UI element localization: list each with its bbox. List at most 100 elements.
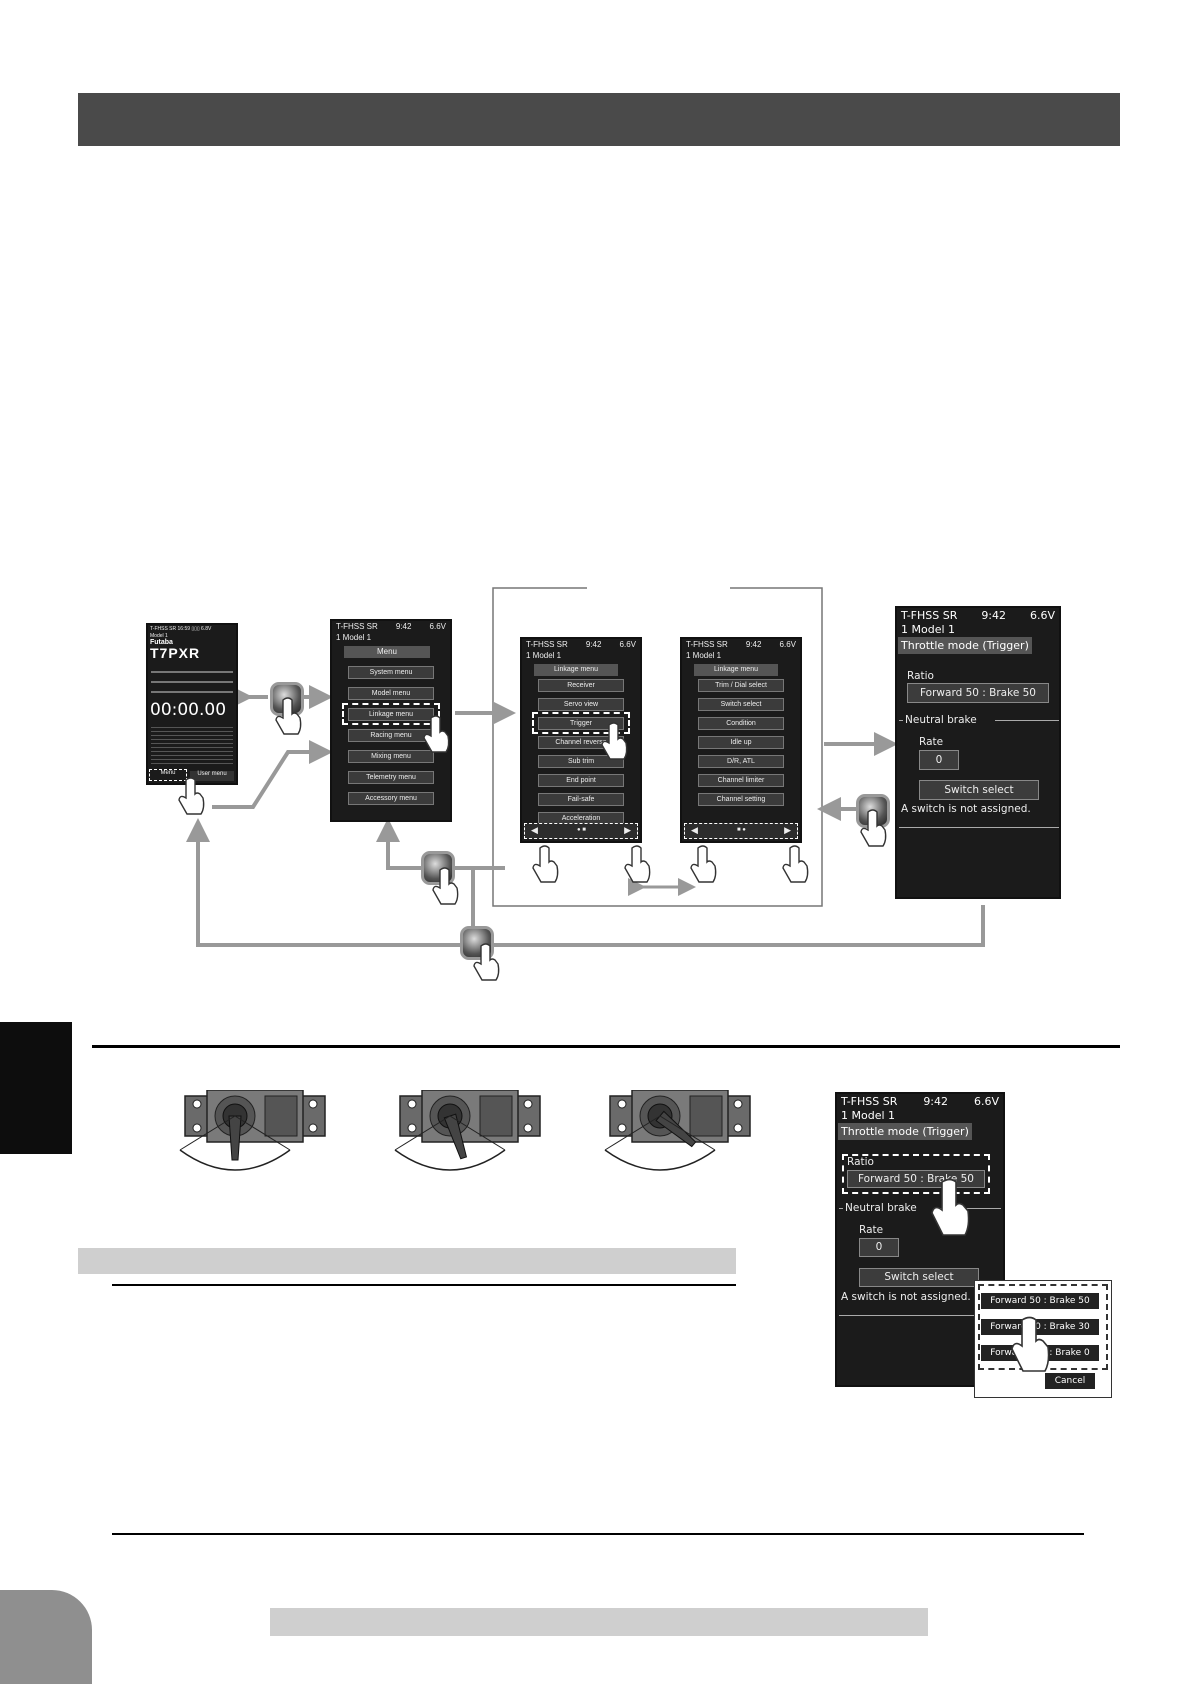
- menu-item-switch-select[interactable]: Switch select: [698, 698, 784, 711]
- hand-pointer-icon: [473, 943, 500, 981]
- trigger-model: 1 Model 1: [901, 623, 956, 636]
- menu-item-channel-limiter[interactable]: Channel limiter: [698, 774, 784, 787]
- menu-item-d-r-atl[interactable]: D/R, ATL: [698, 755, 784, 768]
- hand-pointer-icon: [601, 722, 628, 760]
- subsection-heading-bar: [78, 1248, 736, 1274]
- hand-pointer-icon: [690, 845, 717, 883]
- trigger-heading: Throttle mode (Trigger): [898, 637, 1032, 654]
- linkage2-model: 1 Model 1: [686, 651, 722, 660]
- menu-item-idle-up[interactable]: Idle up: [698, 736, 784, 749]
- linkage2-page-nav: ◀ ■ ● ▶: [684, 823, 798, 839]
- next-page-icon[interactable]: ▶: [624, 825, 631, 835]
- neutral-brake-label: Neutral brake: [903, 714, 979, 726]
- menu-item-trim-dial-select[interactable]: Trim / Dial select: [698, 679, 784, 692]
- section-side-tab: [0, 1022, 72, 1154]
- hand-pointer-icon: [423, 715, 450, 753]
- ratio-popup: Forward 50 : Brake 50 Forward 70 : Brake…: [974, 1280, 1112, 1398]
- bottom-rule: [112, 1533, 1084, 1535]
- ratio-label: Ratio: [847, 1156, 874, 1168]
- menu-title: Menu: [344, 646, 430, 658]
- menu-item-model-menu[interactable]: Model menu: [348, 687, 434, 700]
- rate-label: Rate: [859, 1224, 884, 1236]
- press-button-icon: [460, 926, 494, 960]
- menu-item-accessory-menu[interactable]: Accessory menu: [348, 792, 434, 805]
- home-product: T7PXR: [150, 645, 201, 661]
- prev-page-icon[interactable]: ◀: [691, 825, 698, 835]
- menu-model: 1 Model 1: [336, 633, 372, 642]
- linkage-page1-screen: T-FHSS SR 9:42 6.6V 1 Model 1 Linkage me…: [520, 637, 642, 843]
- home-model: Model 1: [150, 633, 168, 639]
- menu-item-servo-view[interactable]: Servo view: [538, 698, 624, 711]
- linkage2-title: Linkage menu: [694, 664, 778, 676]
- home-timer: 00:00.00: [150, 700, 227, 720]
- menu-status-system: T-FHSS SR: [336, 622, 378, 631]
- popup-option-2[interactable]: Forward 70 : Brake 30: [981, 1319, 1099, 1335]
- home-trim-bars: [151, 666, 233, 696]
- hand-pointer-icon: [432, 867, 459, 905]
- menu-item-sub-trim[interactable]: Sub trim: [538, 755, 624, 768]
- linkage2-status-battery: 6.6V: [779, 640, 796, 649]
- selection-highlight: [342, 703, 440, 725]
- hand-pointer-icon: [782, 845, 809, 883]
- ratio-highlight: [842, 1154, 990, 1194]
- selection-highlight: [532, 712, 630, 734]
- menu-item-receiver[interactable]: Receiver: [538, 679, 624, 692]
- servo-diagram-2: [394, 1090, 541, 1171]
- hand-pointer-icon: [624, 845, 651, 883]
- linkage1-model: 1 Model 1: [526, 651, 562, 660]
- menu-item-mixing-menu[interactable]: Mixing menu: [348, 750, 434, 763]
- trigger-status-system: T-FHSS SR: [901, 609, 958, 622]
- menu-item-channel-setting[interactable]: Channel setting: [698, 793, 784, 806]
- menu-status-time: 9:42: [395, 622, 412, 631]
- page-title-bar: [78, 93, 1120, 146]
- linkage1-page-nav: ◀ ● ■ ▶: [524, 823, 638, 839]
- hand-pointer-icon: [860, 809, 887, 847]
- linkage1-status-system: T-FHSS SR: [526, 640, 568, 649]
- home-menu-button[interactable]: Menu: [149, 769, 187, 781]
- menu-item-trigger[interactable]: Trigger: [538, 717, 624, 730]
- home-screen: T-FHSS SR 16:59 ▯▯▯ 6.8V Model 1 Futaba …: [146, 623, 238, 785]
- hand-pointer-icon: [178, 777, 205, 815]
- ratio-label: Ratio: [907, 670, 934, 682]
- menu-item-fail-safe[interactable]: Fail-safe: [538, 793, 624, 806]
- rate-value[interactable]: 0: [859, 1238, 899, 1257]
- popup-option-1[interactable]: Forward 50 : Brake 50: [981, 1293, 1099, 1309]
- rate-value[interactable]: 0: [919, 750, 959, 770]
- menu-item-system-menu[interactable]: System menu: [348, 666, 434, 679]
- switch-select-button[interactable]: Switch select: [919, 780, 1039, 800]
- popup-cancel[interactable]: Cancel: [1045, 1373, 1095, 1389]
- hand-pointer-icon: [275, 697, 302, 735]
- subsection-rule: [112, 1284, 736, 1286]
- hand-pointer-icon: [1011, 1316, 1050, 1372]
- menu-item-telemetry-menu[interactable]: Telemetry menu: [348, 771, 434, 784]
- rate-label: Rate: [919, 736, 944, 748]
- menu-item-end-point[interactable]: End point: [538, 774, 624, 787]
- trigger2-heading: Throttle mode (Trigger): [838, 1123, 972, 1140]
- next-page-icon[interactable]: ▶: [784, 825, 791, 835]
- linkage2-status-system: T-FHSS SR: [686, 640, 728, 649]
- trigger-screen: T-FHSS SR 9:42 6.6V 1 Model 1 Throttle m…: [895, 606, 1061, 899]
- hand-pointer-icon: [931, 1178, 970, 1236]
- switch-select-button[interactable]: Switch select: [859, 1268, 979, 1287]
- servo-diagrams: [179, 1090, 751, 1171]
- neutral-brake-label: Neutral brake: [843, 1202, 919, 1214]
- footer-bar: [270, 1608, 928, 1636]
- menu-item-linkage-menu[interactable]: Linkage menu: [348, 708, 434, 721]
- home-user-menu-button[interactable]: User menu: [190, 771, 234, 781]
- trigger2-status-battery: 6.6V: [973, 1095, 999, 1108]
- prev-page-icon[interactable]: ◀: [531, 825, 538, 835]
- switch-note: A switch is not assigned.: [901, 803, 1031, 815]
- home-status: T-FHSS SR 16:59 ▯▯▯ 6.8V: [150, 626, 212, 632]
- trigger-status-battery: 6.6V: [1029, 609, 1055, 622]
- linkage2-status-time: 9:42: [745, 640, 762, 649]
- ratio-button[interactable]: Forward 50 : Brake 50: [907, 683, 1049, 703]
- menu-item-condition[interactable]: Condition: [698, 717, 784, 730]
- home-brand: Futaba: [150, 639, 173, 646]
- menu-status-battery: 6.6V: [429, 622, 446, 631]
- page-number-tab: [0, 1590, 92, 1684]
- page-indicator-icon: ■ ●: [737, 827, 746, 833]
- servo-diagram-3: [604, 1090, 751, 1171]
- linkage1-title: Linkage menu: [534, 664, 618, 676]
